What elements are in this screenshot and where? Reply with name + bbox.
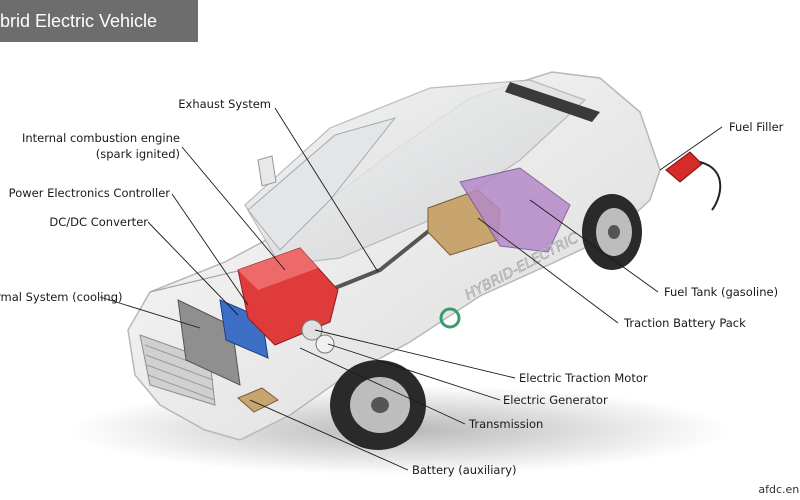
source-credit: afdc.ene <box>758 483 800 496</box>
windshield <box>247 117 397 251</box>
label-thermal-system: rmal System (cooling) <box>0 290 123 304</box>
label-electric-traction-motor: Electric Traction Motor <box>519 371 648 385</box>
fuel-tank <box>459 167 571 253</box>
roof-strip <box>505 82 600 122</box>
generator <box>315 334 335 354</box>
ice-engine-top <box>238 248 318 290</box>
fuel-nozzle <box>665 151 722 211</box>
rear-wheel <box>582 194 642 270</box>
front-wheel <box>330 360 426 450</box>
label-electric-generator: Electric Generator <box>503 393 608 407</box>
auxiliary-battery <box>237 387 279 413</box>
label-transmission: Transmission <box>469 417 544 431</box>
label-ice-line2: (spark ignited) <box>95 147 180 161</box>
side-mirror <box>257 155 277 187</box>
traction-motor <box>301 319 323 341</box>
label-dcdc-converter: DC/DC Converter <box>49 215 148 229</box>
label-ice-line1: Internal combustion engine <box>21 131 180 145</box>
label-battery-auxiliary: Battery (auxiliary) <box>412 463 517 477</box>
radiator <box>177 299 241 386</box>
diagram-title: ybrid Electric Vehicle <box>0 11 158 31</box>
label-exhaust-system: Exhaust System <box>178 97 271 111</box>
label-fuel-tank: Fuel Tank (gasoline) <box>664 285 779 299</box>
label-power-electronics-controller: Power Electronics Controller <box>8 186 170 200</box>
label-traction-battery-pack: Traction Battery Pack <box>624 316 746 330</box>
hybrid-logo <box>439 307 461 329</box>
title-bar: ybrid Electric Vehicle <box>0 0 198 42</box>
leader-lines <box>99 107 723 471</box>
label-fuel-filler: Fuel Filler <box>729 120 784 134</box>
